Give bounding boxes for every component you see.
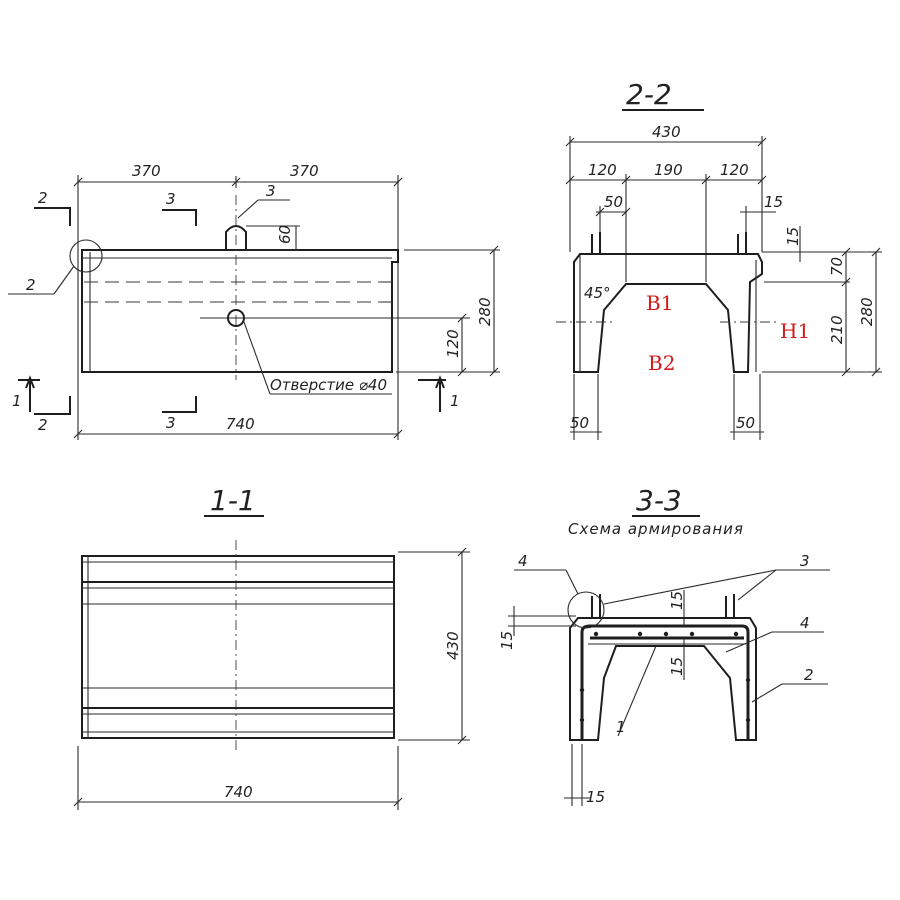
hole-note: Отверстие ⌀40	[270, 376, 387, 394]
dim-bottom-15: 15	[586, 788, 605, 806]
dim-total-length: 740	[226, 415, 255, 433]
dim-length: 740	[224, 783, 253, 801]
label-b1: B1	[646, 291, 673, 315]
label-detail-item: 2	[26, 276, 36, 294]
dim-loop-height: 60	[276, 225, 294, 244]
dim-height-70: 70	[828, 257, 846, 276]
section-mark-3-top: 3	[166, 190, 176, 208]
section-mark-3-bottom: 3	[166, 414, 176, 432]
dim-width: 430	[444, 631, 462, 660]
label-h1: H1	[780, 319, 810, 343]
label-loop-item: 3	[266, 182, 276, 200]
dim-leg-right: 50	[736, 414, 755, 432]
dim-total-width: 430	[652, 123, 681, 141]
label-b2: B2	[648, 351, 675, 375]
dim-left-15: 15	[498, 631, 516, 650]
section-1-1: 1-1 430 740	[73, 484, 470, 810]
dim-mid-15: 15	[668, 657, 686, 676]
dim-height-210: 210	[828, 315, 846, 344]
dim-middle-segment: 190	[654, 161, 683, 179]
section-3-3: 3-3 Схема армирования 15 15 15 15	[498, 484, 830, 806]
section-3-3-subtitle: Схема армирования	[568, 520, 744, 538]
section-3-3-title: 3-3	[636, 484, 682, 517]
dim-top-15: 15	[668, 591, 686, 610]
dim-leg-left: 50	[570, 414, 589, 432]
dim-hole-height: 120	[444, 329, 462, 358]
front-view: 370 370 740 60 3 Отверстие ⌀40	[8, 162, 500, 440]
dim-angle: 45°	[584, 284, 611, 302]
dim-top-offset: 50	[604, 193, 623, 211]
label-item-1: 1	[616, 718, 626, 736]
label-item-4-right: 4	[800, 614, 810, 632]
dim-right-half: 370	[290, 162, 319, 180]
dim-height-280: 280	[858, 297, 876, 326]
dim-left-segment: 120	[588, 161, 617, 179]
section-2-2-title: 2-2	[626, 78, 672, 111]
dim-height: 280	[476, 297, 494, 326]
section-mark-2-top: 2	[38, 189, 48, 207]
label-item-4-top: 4	[518, 552, 528, 570]
section-2-2: 2-2 430 120 190 120 50 15 15	[556, 78, 882, 440]
label-item-2: 2	[804, 666, 814, 684]
dim-edge-15b: 15	[784, 227, 802, 246]
section-mark-1-left: 1	[12, 392, 22, 410]
dim-right-segment: 120	[720, 161, 749, 179]
section-mark-2-bottom: 2	[38, 416, 48, 434]
section-1-1-title: 1-1	[210, 484, 256, 517]
dim-left-half: 370	[132, 162, 161, 180]
dim-edge-15a: 15	[764, 193, 783, 211]
section-mark-1-right: 1	[450, 392, 460, 410]
rebar-dots	[579, 631, 751, 723]
label-item-3: 3	[800, 552, 810, 570]
